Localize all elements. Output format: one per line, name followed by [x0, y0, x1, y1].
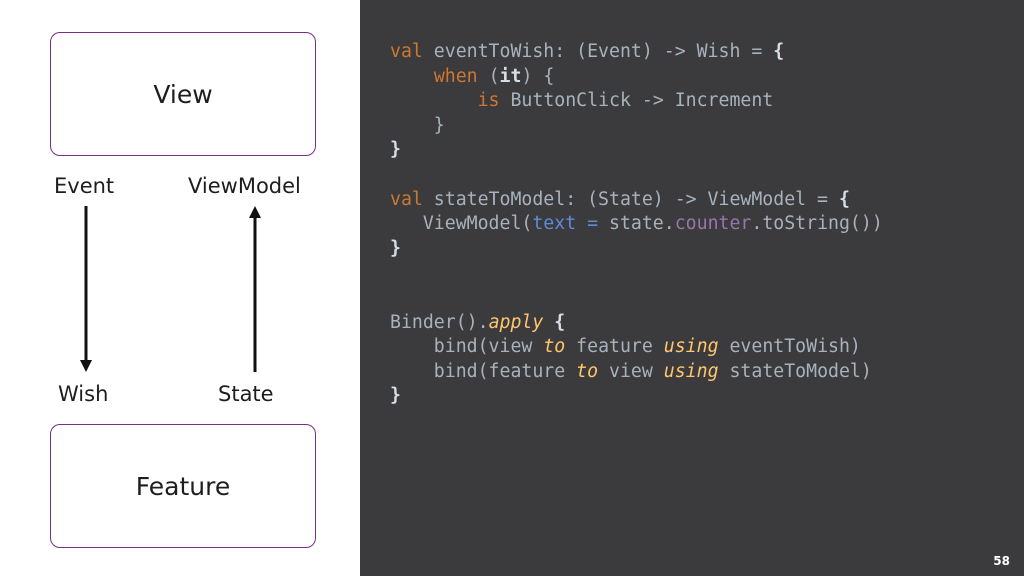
- keyword-using: using: [663, 360, 719, 382]
- property: counter: [674, 213, 752, 235]
- event-label: Event: [54, 174, 115, 198]
- code-text: ButtonClick -> Increment: [499, 90, 774, 112]
- state-to-viewmodel-arrowhead: [249, 206, 261, 218]
- flow-arrows: [80, 206, 261, 372]
- view-box: View: [50, 32, 316, 156]
- feature-box-label: Feature: [135, 471, 231, 501]
- brace: }: [390, 139, 401, 161]
- diagram-panel: View Event ViewModel Wish State Feature: [0, 0, 360, 576]
- view-box-label: View: [153, 79, 213, 109]
- keyword-to: to: [543, 336, 566, 358]
- feature-box: Feature: [50, 424, 316, 548]
- wish-label: Wish: [58, 382, 109, 406]
- code-block: val eventToWish: (Event) -> Wish = { whe…: [390, 40, 883, 409]
- code-text: (: [477, 65, 500, 87]
- code-text: feature: [565, 336, 664, 358]
- brace: {: [838, 188, 850, 210]
- code-text: .toString()): [751, 213, 883, 235]
- indent: [390, 66, 434, 87]
- keyword-using: using: [663, 336, 719, 358]
- code-line-9: Binder().apply {: [390, 312, 565, 333]
- code-text: eventToWish: (Event) -> Wish =: [422, 41, 774, 62]
- page-number: 58: [993, 554, 1010, 568]
- brace: {: [554, 311, 566, 333]
- brace: }: [390, 385, 401, 407]
- code-text: state.: [598, 213, 675, 235]
- code-panel: val eventToWish: (Event) -> Wish = { whe…: [360, 0, 1024, 576]
- keyword-val: val: [390, 41, 423, 62]
- keyword-when: when: [433, 65, 478, 87]
- named-argument: text =: [532, 213, 599, 235]
- code-text: bind(view: [390, 336, 544, 358]
- event-to-wish-arrowhead: [80, 360, 92, 372]
- state-label: State: [218, 382, 274, 406]
- code-text: eventToWish): [718, 336, 861, 358]
- viewmodel-label: ViewModel: [188, 174, 301, 198]
- code-text: stateToModel: (State) -> ViewModel =: [422, 188, 839, 210]
- code-line-4: }: [390, 114, 445, 136]
- code-text: view: [598, 360, 664, 382]
- code-line-3: is ButtonClick -> Increment: [390, 90, 774, 112]
- code-line-2: when (it) {: [390, 66, 554, 87]
- indent: [390, 90, 478, 111]
- code-text: ) {: [521, 65, 555, 87]
- code-text: ViewModel(: [390, 213, 533, 235]
- code-line-12: }: [390, 385, 401, 406]
- keyword-val: val: [390, 188, 423, 210]
- keyword-to: to: [576, 360, 599, 382]
- code-line-7: ViewModel(text = state.counter.toString(…: [390, 213, 883, 234]
- keyword-is: is: [477, 90, 500, 112]
- brace: }: [390, 237, 401, 259]
- code-line-1: val eventToWish: (Event) -> Wish = {: [390, 41, 784, 62]
- code-text: bind(feature: [390, 360, 577, 382]
- keyword-apply: apply: [488, 311, 544, 333]
- code-line-11: bind(feature to view using stateToModel): [390, 361, 872, 382]
- code-text: stateToModel): [718, 360, 872, 382]
- code-text: Binder().: [390, 311, 489, 333]
- code-line-5: }: [390, 139, 401, 160]
- code-line-8: }: [390, 238, 401, 259]
- keyword-it: it: [499, 65, 522, 87]
- code-text: [543, 312, 554, 333]
- brace: {: [773, 41, 785, 62]
- code-line-6: val stateToModel: (State) -> ViewModel =…: [390, 189, 850, 210]
- code-line-10: bind(view to feature using eventToWish): [390, 336, 861, 357]
